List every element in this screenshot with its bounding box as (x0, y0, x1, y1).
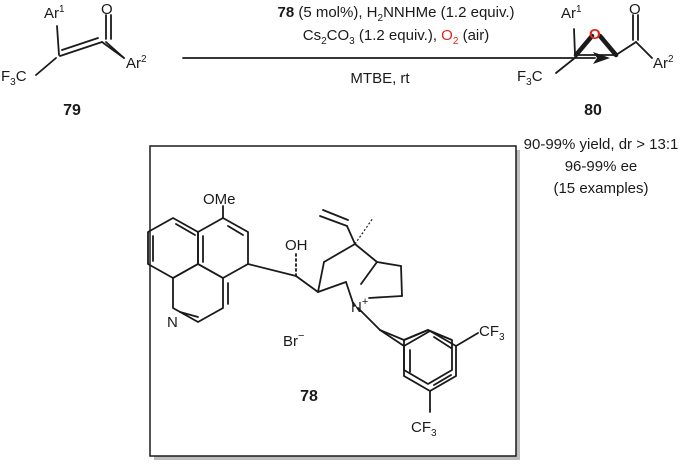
catalyst-ome: OMe (203, 191, 236, 208)
catalyst-label: 78 (300, 388, 318, 405)
product-epoxide-o: O (589, 26, 601, 43)
conditions-line-2: Cs2CO3 (1.2 equiv.), O2 (air) (303, 27, 489, 47)
catalyst-oh: OH (285, 237, 308, 254)
catalyst-quinoline-n: N (167, 314, 178, 331)
oxidant-o2: O (441, 27, 453, 44)
substrate-ar2: Ar2 (126, 54, 147, 72)
catalyst-bromide: Br− (283, 330, 304, 350)
product-ar1: Ar1 (561, 4, 582, 22)
product-cf3: F3C (517, 68, 543, 88)
product-ar2: Ar2 (653, 54, 674, 72)
substrate-cf3: F3C (1, 68, 27, 88)
catalyst-cf3-bottom: CF3 (411, 419, 437, 439)
reaction-arrow (182, 52, 610, 64)
substrate-carbonyl-o: O (101, 1, 113, 18)
solvent-conditions: MTBE, rt (350, 70, 410, 87)
results-ee: 96-99% ee (565, 158, 638, 175)
catalyst-cf3-top: CF3 (479, 323, 505, 343)
substrate-label: 79 (63, 102, 81, 119)
product-label: 80 (584, 102, 602, 119)
catalyst-ammonium-n: N+ (351, 296, 368, 316)
results-examples: (15 examples) (553, 180, 648, 197)
catalyst-ref: 78 (277, 4, 294, 21)
product-carbonyl-o: O (629, 1, 641, 18)
results-yield-dr: 90-99% yield, dr > 13:1 (524, 136, 679, 153)
catalyst-78-structure (147, 205, 453, 385)
conditions-line-1: 78 (5 mol%), H2NNHMe (1.2 equiv.) (277, 4, 514, 24)
substrate-79 (35, 14, 125, 76)
catalyst-box (149, 145, 517, 457)
product-80 (555, 14, 653, 74)
bis-cf3-aryl-ring (379, 329, 479, 413)
substrate-ar1: Ar1 (44, 4, 65, 22)
